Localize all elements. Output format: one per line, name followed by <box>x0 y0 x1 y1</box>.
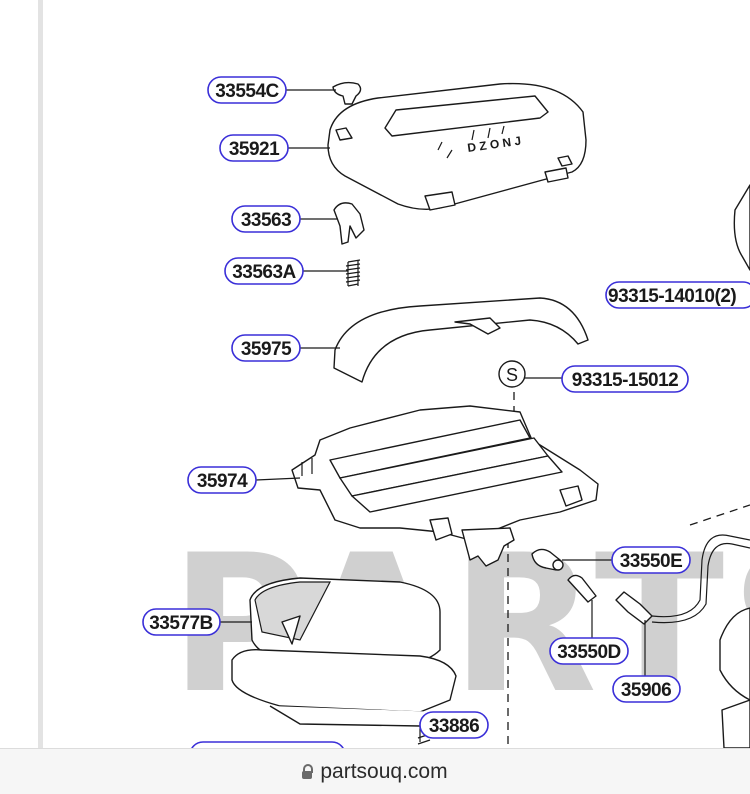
callout-33886: 33886 <box>419 711 489 739</box>
callout-35974: 35974 <box>187 466 257 494</box>
url-text[interactable]: partsouq.com <box>320 759 448 783</box>
lock-icon <box>302 763 314 779</box>
page-edge-line <box>38 0 43 748</box>
svg-text:93315-14010(2): 93315-14010(2) <box>608 286 736 307</box>
callout-33563: 33563 <box>231 205 301 233</box>
parts-diagram: PARTS D Z O N J S <box>142 76 750 748</box>
callout-35975: 35975 <box>231 334 301 362</box>
part-33563a-spring <box>345 259 361 287</box>
svg-text:35921: 35921 <box>229 139 280 160</box>
callout-35906: 35906 <box>612 675 681 703</box>
callout-33550d: 33550D <box>549 637 629 665</box>
svg-text:35974: 35974 <box>197 471 248 492</box>
dash-guide-right <box>689 504 750 526</box>
callout-33577b: 33577B <box>142 608 221 636</box>
callout-93315-15012: 93315-15012 <box>561 365 689 393</box>
callout-partial-bottom <box>191 741 344 748</box>
callout-93315-14010: 93315-14010(2) <box>605 281 750 309</box>
part-right-edge-assembly <box>719 184 750 748</box>
part-33550d-bulb <box>567 574 597 603</box>
part-33554c-knob <box>332 81 362 105</box>
svg-text:35906: 35906 <box>621 680 671 701</box>
callout-33563a: 33563A <box>224 257 304 285</box>
screw-symbol-letter: S <box>506 365 518 385</box>
svg-text:33550E: 33550E <box>620 551 683 572</box>
part-35975-slide-plate <box>333 297 589 383</box>
browser-url-bar[interactable]: partsouq.com <box>0 748 750 794</box>
part-33577b-boot <box>231 577 457 727</box>
part-35974-housing <box>291 405 599 567</box>
part-33563-clip <box>333 202 365 245</box>
part-35921-indicator-cover: D Z O N J <box>327 82 587 211</box>
svg-text:93315-15012: 93315-15012 <box>572 370 679 391</box>
svg-text:33554C: 33554C <box>215 81 279 102</box>
part-35906-socket-wire <box>615 534 750 625</box>
svg-text:33577B: 33577B <box>149 613 213 634</box>
svg-text:33563A: 33563A <box>232 262 296 283</box>
svg-text:33563: 33563 <box>241 210 291 231</box>
page-left-gutter <box>0 0 38 748</box>
leader-35974 <box>255 477 301 481</box>
callout-33550e: 33550E <box>611 546 691 574</box>
callout-35921: 35921 <box>219 134 289 162</box>
screw-symbol-s: S <box>498 360 526 388</box>
svg-text:33550D: 33550D <box>557 642 621 663</box>
svg-text:35975: 35975 <box>241 339 292 360</box>
callout-33554c: 33554C <box>207 76 287 104</box>
svg-text:33886: 33886 <box>429 716 479 737</box>
part-33550e-bulb <box>531 548 564 571</box>
